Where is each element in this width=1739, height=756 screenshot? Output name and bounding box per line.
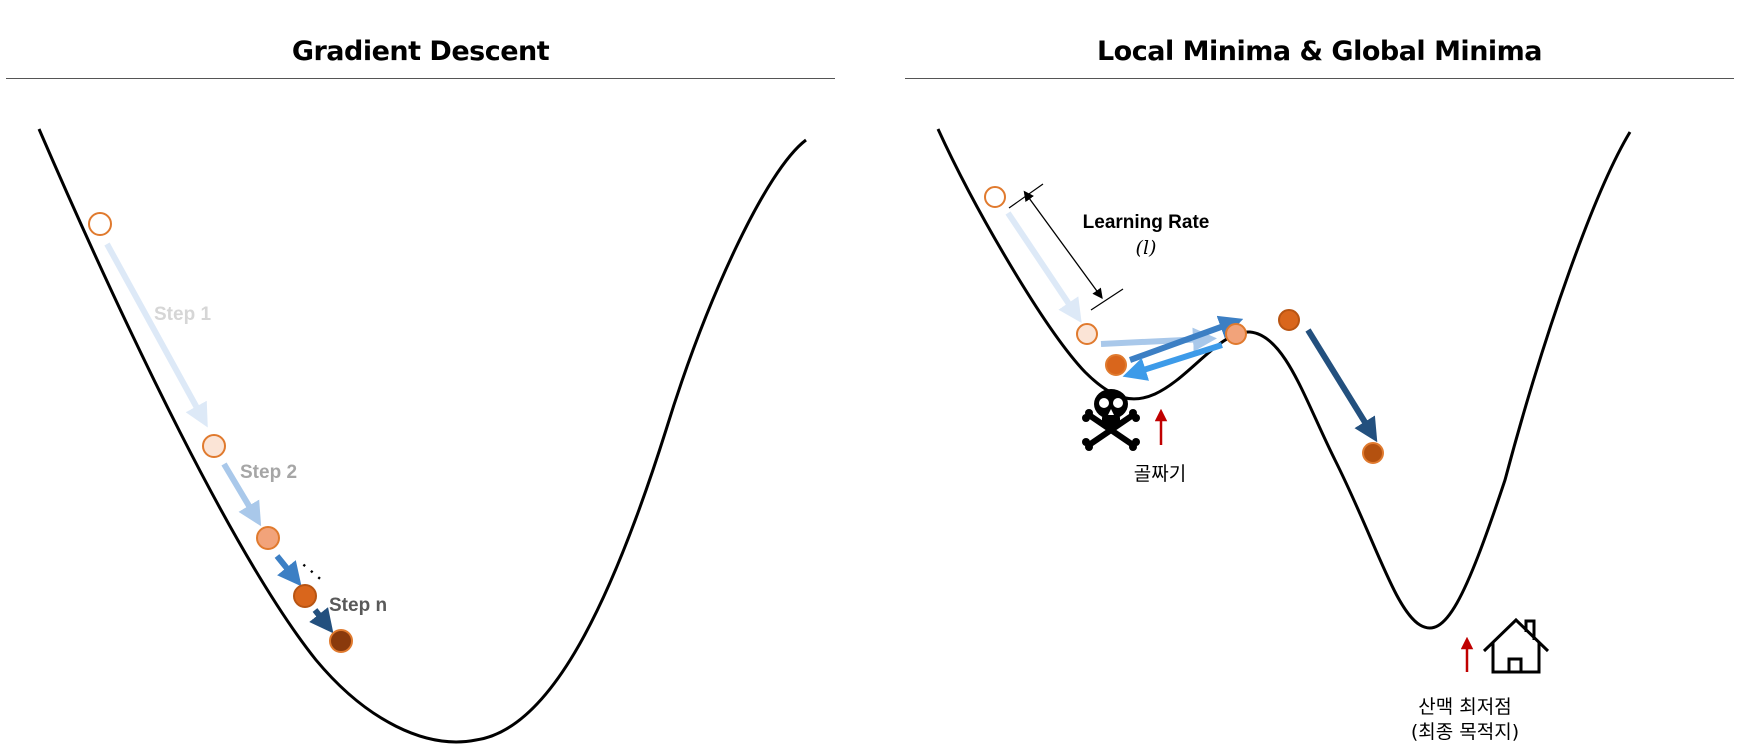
step-n-label: Step n	[329, 595, 387, 616]
escape-arrow	[1305, 328, 1378, 443]
title-divider	[6, 78, 835, 79]
learning-rate-tick-bottom	[1090, 288, 1124, 311]
title-divider	[905, 78, 1734, 79]
learning-rate-dimension-line	[1023, 190, 1103, 300]
ball-step-1	[202, 434, 226, 458]
ball-step-3	[293, 584, 317, 608]
ball-step-n	[329, 629, 353, 653]
step-4-arrow	[1122, 342, 1223, 381]
ball-descending	[1362, 442, 1384, 464]
step-3-arrow	[274, 554, 302, 587]
local-global-minima-diagram: Learning Rate (l) 골짜기	[936, 128, 1632, 743]
cost-curve	[936, 128, 1632, 630]
right-panel: Local Minima & Global Minima	[905, 0, 1734, 756]
ball-local-minimum	[1105, 354, 1127, 376]
learning-rate-symbol: (l)	[1136, 237, 1157, 259]
ball-hump-left	[1225, 323, 1247, 345]
ball-step-2	[256, 526, 280, 550]
learning-rate-label: Learning Rate	[1083, 212, 1210, 233]
ball-start	[984, 186, 1006, 208]
step-2-label: Step 2	[240, 462, 297, 483]
global-minimum-label-line-2: (최종 목적지)	[1411, 721, 1519, 743]
step-1-arrow	[1005, 211, 1082, 323]
gradient-descent-diagram: Step 1 Step 2 · · · Step n	[37, 128, 807, 744]
skull-crossbones-icon	[1082, 389, 1140, 451]
panel-title: Gradient Descent	[291, 36, 550, 67]
step-n-arrow	[309, 607, 334, 634]
left-panel: Gradient Descent	[6, 0, 835, 756]
panel-title: Local Minima & Global Minima	[1096, 36, 1543, 67]
ellipsis-label: · · ·	[297, 558, 327, 587]
ball-step-1	[1076, 323, 1098, 345]
global-minimum-label-line-1: 산맥 최저점	[1418, 696, 1511, 718]
cost-curve	[37, 128, 807, 744]
step-2-arrow	[221, 462, 262, 527]
local-minimum-label: 골짜기	[1134, 463, 1186, 485]
learning-rate-tick-top	[1008, 183, 1044, 209]
ball-hump-top	[1278, 309, 1300, 331]
step-1-arrow	[104, 242, 208, 428]
step-3-arrow	[1128, 315, 1244, 363]
house-icon	[1482, 617, 1550, 674]
ball-start	[88, 212, 112, 236]
step-1-label: Step 1	[154, 304, 211, 325]
